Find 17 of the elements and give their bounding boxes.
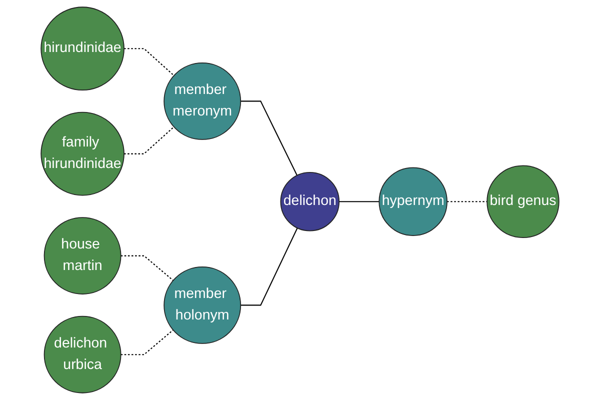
node-circle: delichon urbica bbox=[44, 316, 122, 394]
node-circle: hirundinidae bbox=[40, 6, 124, 91]
connector bbox=[447, 201, 488, 202]
node-circle: member meronym bbox=[164, 62, 242, 140]
node-circle: hypernym bbox=[378, 167, 448, 236]
node-circle: member holonym bbox=[164, 266, 242, 344]
connector bbox=[124, 48, 174, 76]
connector bbox=[240, 100, 298, 176]
connector bbox=[120, 255, 174, 281]
node-circle: delichon bbox=[280, 172, 340, 232]
node-circle: bird genus bbox=[486, 165, 560, 238]
node-circle: family hirundinidae bbox=[40, 112, 124, 196]
node-circle: house martin bbox=[44, 217, 122, 295]
connector bbox=[120, 330, 174, 356]
connector bbox=[339, 201, 380, 202]
connector bbox=[124, 126, 174, 154]
connector bbox=[240, 228, 298, 306]
